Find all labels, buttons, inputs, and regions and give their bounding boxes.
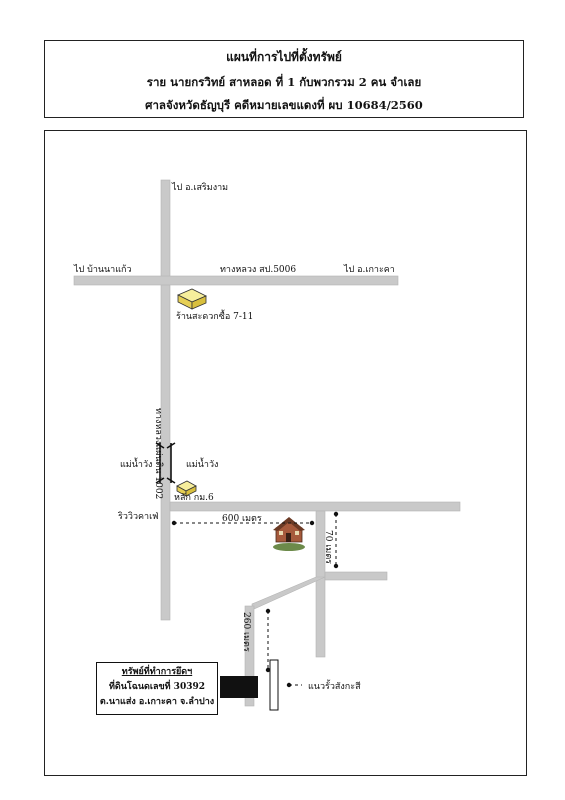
road-east-spur bbox=[324, 571, 388, 581]
property-location: ต.นาแส่ง อ.เกาะคา จ.ลำปาง bbox=[99, 697, 215, 707]
property-deed: ที่ดินโฉนดเลขที่ 30392 bbox=[108, 682, 205, 692]
label-river-right: แม่น้ำวัง bbox=[186, 457, 218, 470]
road-highway-1002 bbox=[160, 179, 171, 621]
map-frame bbox=[44, 130, 527, 776]
label-dist-260: 260 เมตร bbox=[241, 612, 251, 652]
distance-endpoints bbox=[171, 511, 339, 688]
label-store-711: ร้านสะดวกซื้อ 7-11 bbox=[176, 309, 253, 322]
property-info-box: ทรัพย์ที่ทำการยึดฯ ที่ดินโฉนดเลขที่ 3039… bbox=[96, 662, 218, 715]
label-to-soem-ngam: ไป อ.เสริมงาม bbox=[171, 182, 228, 193]
label-river-left: แม่น้ำวัง bbox=[120, 457, 152, 470]
bridge-marks bbox=[155, 442, 176, 484]
label-zinc-fence: แนวรั้วสังกะสี bbox=[308, 679, 361, 692]
road-diagonal bbox=[251, 576, 326, 611]
property-block bbox=[220, 676, 258, 698]
label-dist-70: 70 เมตร bbox=[323, 530, 333, 564]
label-riverview-cafe: ริววิวคาเฟ่ bbox=[118, 511, 159, 522]
map-header: แผนที่การไปที่ตั้งทรัพย์ ราย นายกรวิทย์ … bbox=[44, 40, 524, 118]
km-post-icon bbox=[176, 480, 197, 497]
label-highway-5006: ทางหลวง สป.5006 bbox=[220, 265, 296, 275]
header-court-case: ศาลจังหวัดธัญบุรี คดีหมายเลขแดงที่ ผบ 10… bbox=[145, 98, 423, 112]
label-to-ban-na-kaeo: ไป บ้านนาแก้ว bbox=[73, 264, 132, 275]
header-case-parties: ราย นายกรวิทย์ สาหลอด ที่ 1 กับพวกรวม 2 … bbox=[146, 75, 422, 89]
road-highway-5006 bbox=[73, 275, 399, 286]
label-highway-1002: ทางหลวงแผ่นดิน 1002 bbox=[153, 408, 164, 499]
road-branch-south bbox=[315, 510, 326, 658]
label-km-post: หลัก กม.6 bbox=[174, 493, 214, 503]
distance-lines bbox=[174, 514, 337, 686]
label-to-ko-kha: ไป อ.เกาะคา bbox=[343, 264, 395, 275]
road-property-lane bbox=[244, 605, 255, 707]
property-title: ทรัพย์ที่ทำการยึดฯ bbox=[121, 667, 193, 677]
road-riverview bbox=[169, 501, 461, 512]
zinc-fence-marker bbox=[269, 659, 279, 711]
store-711-icon bbox=[177, 288, 207, 310]
header-title: แผนที่การไปที่ตั้งทรัพย์ bbox=[226, 50, 342, 64]
label-dist-600: 600 เมตร bbox=[222, 514, 262, 524]
house-icon bbox=[273, 517, 305, 551]
